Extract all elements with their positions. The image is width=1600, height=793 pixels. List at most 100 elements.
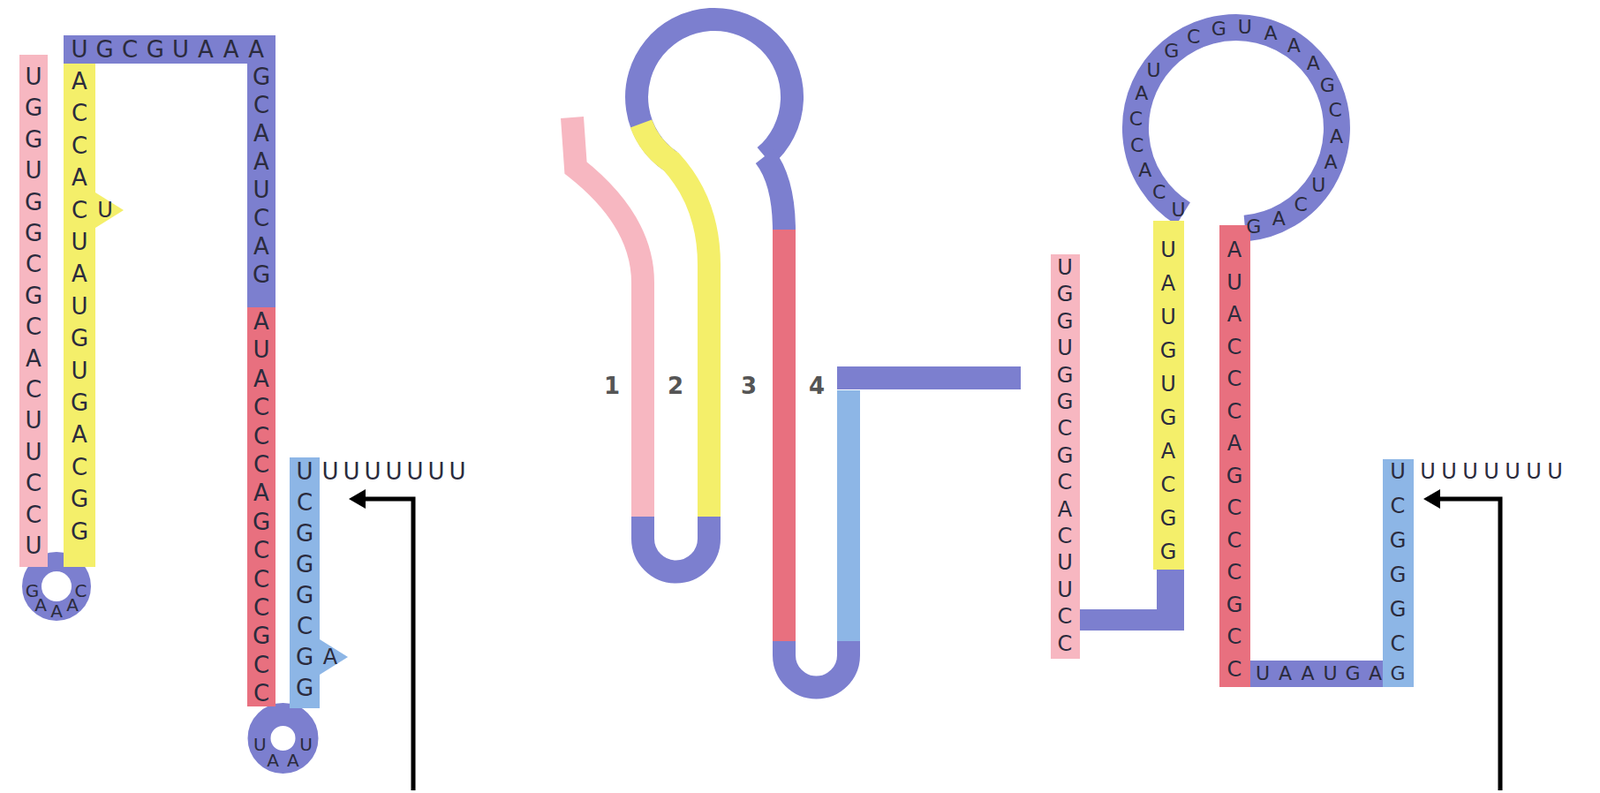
bar-tube [837, 366, 1021, 390]
base-letter: G [1056, 283, 1074, 305]
base-letter: U [1171, 200, 1186, 220]
base-letter: G [24, 284, 43, 308]
base-letter: C [296, 490, 313, 514]
base-letter: C [71, 134, 88, 158]
base-letter: U [1441, 460, 1457, 483]
base-letter: U [1147, 60, 1162, 81]
base-letter: G [70, 520, 89, 544]
base-letter: A [1134, 83, 1148, 104]
base-letter: C [253, 653, 270, 677]
strand-number-text: 3 [740, 374, 757, 398]
base-letter: A [253, 150, 270, 174]
loop-tube [784, 641, 849, 688]
base-letter: A [1278, 664, 1292, 684]
base-letter: C [1057, 605, 1073, 627]
base-letter: U [1311, 175, 1326, 196]
base-letter: C [1129, 109, 1143, 129]
base-letter: U [1160, 239, 1177, 261]
base-letter: C [1390, 495, 1406, 517]
base-letter: G [1056, 310, 1074, 333]
loop-tube [642, 516, 710, 573]
base-letter: C [71, 198, 88, 222]
base-letter: U [1160, 373, 1177, 395]
base-letter: A [1306, 53, 1321, 74]
base-letter: G [1056, 445, 1074, 467]
base-letter: U [24, 440, 42, 464]
base-letter: C [25, 315, 42, 339]
base-letter: U [1525, 460, 1542, 483]
base-letter: A [197, 37, 214, 61]
base-letter: U [448, 460, 466, 484]
base-letter: C [25, 503, 42, 527]
base-letter: G [252, 510, 271, 534]
base-letter: A [1227, 239, 1242, 261]
base-letter: G [1389, 598, 1407, 620]
base-letter: G [24, 221, 43, 245]
base-letter: A [50, 602, 63, 620]
strand-4-tube [837, 390, 861, 643]
base-letter: C [296, 614, 313, 638]
base-letter: A [25, 347, 42, 370]
base-letter: U [299, 735, 313, 754]
base-letter: G [1163, 41, 1179, 61]
base-letter: C [71, 101, 88, 125]
strand-number-text: 2 [667, 374, 684, 398]
base-letter: A [1272, 209, 1286, 229]
base-letter: U [1056, 551, 1073, 574]
base-letter: U [1322, 664, 1337, 684]
base-letter: C [253, 93, 270, 117]
base-letter: G [295, 645, 314, 669]
base-letter: C [25, 377, 42, 401]
bulge-base-text: A [323, 646, 338, 668]
base-letter: C [1227, 497, 1243, 519]
arrow-head [1423, 489, 1441, 509]
strand-1 [19, 54, 48, 567]
base-letter: A [1287, 36, 1301, 56]
base-letter: G [70, 487, 89, 511]
strand-3 [247, 307, 276, 707]
base-letter: C [1130, 135, 1144, 156]
strand-2 [1153, 220, 1185, 570]
base-letter: G [1160, 541, 1178, 563]
base-letter: A [71, 69, 88, 93]
base-letter: G [1160, 407, 1178, 429]
base-letter: G [1389, 529, 1407, 551]
base-letter: C [253, 538, 270, 562]
base-letter: C [1294, 195, 1308, 215]
base-letter: C [1227, 336, 1243, 358]
base-letter: C [253, 206, 270, 230]
base-letter: A [1300, 664, 1314, 684]
base-letter: C [253, 424, 270, 448]
base-letter: C [253, 567, 270, 591]
base-letter: A [223, 37, 240, 61]
base-letter: C [1057, 525, 1073, 547]
base-letter: G [1389, 664, 1405, 684]
loop-bar [63, 35, 276, 64]
base-letter: A [1227, 432, 1242, 454]
base-letter: A [1138, 160, 1152, 181]
base-letter: G [70, 326, 89, 350]
strand-2 [63, 63, 96, 567]
base-letter: G [1211, 19, 1227, 39]
base-letter: U [253, 735, 267, 754]
base-letter: C [1227, 529, 1243, 551]
base-letter: C [253, 596, 270, 619]
base-letter: A [34, 596, 47, 614]
loop-tube [764, 156, 785, 232]
base-letter: A [1161, 440, 1176, 462]
base-letter: A [1161, 272, 1176, 295]
base-letter: C [1057, 633, 1073, 655]
base-letter: C [121, 37, 138, 61]
base-letter: C [1390, 633, 1406, 655]
base-letter: U [1547, 460, 1563, 483]
base-letter: G [1226, 594, 1244, 616]
base-letter: G [1320, 75, 1336, 96]
base-letter: U [384, 460, 402, 484]
base-letter: C [25, 471, 42, 495]
strand-3 [1219, 225, 1251, 687]
base-letter: A [71, 422, 88, 446]
base-letter: G [1160, 507, 1178, 529]
base-letter: G [252, 624, 271, 648]
base-letter: A [253, 367, 270, 391]
